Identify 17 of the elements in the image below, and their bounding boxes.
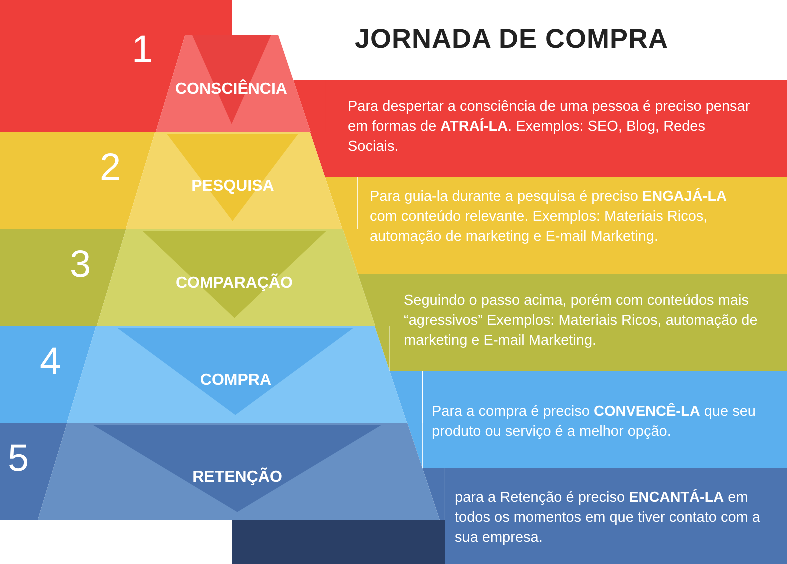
diagram-title: JORNADA DE COMPRA xyxy=(355,24,669,55)
number-band xyxy=(0,423,38,520)
level-label: COMPARAÇÃO xyxy=(176,275,293,293)
level-label: RETENÇÃO xyxy=(192,469,282,487)
description-text: Para guia-la durante a pesquisa é preciso ENGAJÁ-LA com conteúdo relevante. Exemplos: Materiais Ricos, automação de marketing e E-mail Marketing. xyxy=(370,187,728,247)
step-number: 5 xyxy=(8,437,30,481)
description-text: para a Retenção é preciso ENCANTÁ-LA em todos os momentos em que tiver contato com a sua empresa. xyxy=(455,488,762,548)
level-label: CONSCIÊNCIA xyxy=(175,81,288,99)
description-text: Para a compra é preciso CONVENCÊ-LA que seu produto ou serviço é a melhor opção. xyxy=(432,402,757,442)
description-text: Seguindo o passo acima, porém com conteúdos mais “agressivos” Exemplos: Materiais Ricos, automação de marketing e E-mail Marketing. xyxy=(404,292,759,351)
description-text: Para despertar a consciência de uma pessoa é preciso pensar em formas de ATRAÍ-LA. Exemplos: SEO, Blog, Redes Sociais. xyxy=(348,98,752,157)
step-number: 4 xyxy=(40,340,62,384)
level-label: PESQUISA xyxy=(192,178,274,196)
step-number: 2 xyxy=(100,146,122,190)
step-number: 3 xyxy=(70,243,92,287)
level-label: COMPRA xyxy=(200,372,272,390)
step-number: 1 xyxy=(132,28,154,72)
